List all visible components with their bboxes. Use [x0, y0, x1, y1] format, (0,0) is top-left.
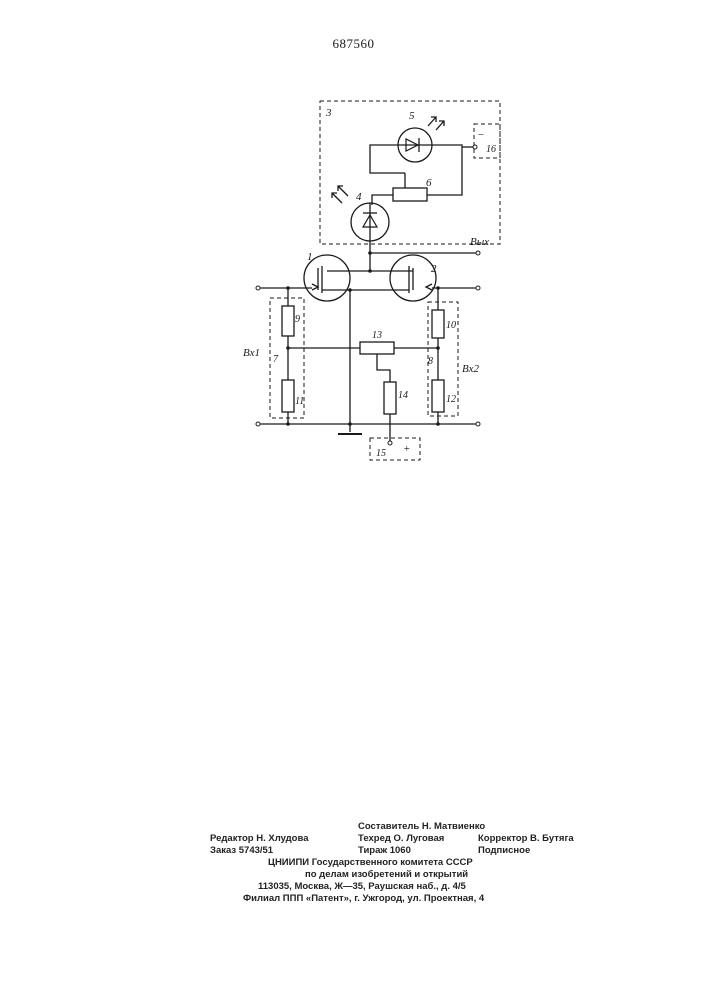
imprint-print-run: Тираж 1060: [358, 845, 411, 856]
imprint-org-line1: ЦНИИПИ Государственного комитета СССР: [268, 857, 473, 868]
imprint-techred: Техред О. Луговая: [358, 833, 444, 844]
imprint-corrector: Корректор В. Бутяга: [478, 833, 574, 844]
imprint-compiler: Составитель Н. Матвиенко: [358, 821, 485, 832]
imprint-address: 113035, Москва, Ж—35, Раушская наб., д. …: [258, 881, 466, 892]
imprint-org-line2: по делам изобретений и открытий: [305, 869, 468, 880]
imprint-order: Заказ 5743/51: [210, 845, 273, 856]
imprint-branch: Филиал ППП «Патент», г. Ужгород, ул. Про…: [243, 893, 484, 904]
imprint-subscription: Подписное: [478, 845, 530, 856]
imprint-editor: Редактор Н. Хлудова: [210, 833, 309, 844]
